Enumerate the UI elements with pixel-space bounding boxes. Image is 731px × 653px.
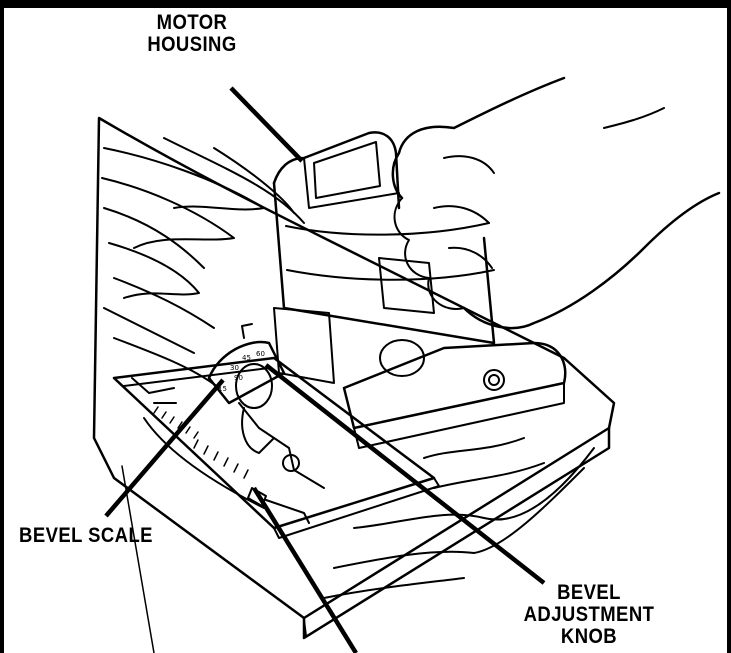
leader-bevel-scale — [104, 378, 225, 518]
base-plate — [112, 356, 440, 539]
leader-bevel-adjustment-knob — [264, 363, 546, 585]
ruler-ticks — [153, 406, 249, 479]
scale-mark: 30 — [230, 364, 239, 372]
leader-lines — [104, 86, 546, 653]
bevel-scale-dial — [207, 323, 325, 524]
label-line: BEVEL SCALE — [19, 524, 153, 547]
scale-mark: 45 — [242, 354, 251, 362]
label-line: ADJUSTMENT — [523, 603, 655, 626]
tool-illustration: 15 30 45 60 90 — [92, 76, 721, 653]
scale-mark: 90 — [234, 374, 243, 382]
label-bevel-adjustment-knob: BEVEL ADJUSTMENT KNOB — [514, 582, 664, 648]
label-line: HOUSING — [147, 33, 237, 56]
hand — [391, 76, 721, 330]
leader-base-lever — [252, 486, 358, 653]
leader-motor-housing — [229, 86, 304, 163]
label-line: MOTOR — [156, 11, 228, 34]
label-motor-housing: MOTOR HOUSING — [139, 12, 245, 56]
scale-mark: 60 — [256, 350, 265, 358]
label-line: KNOB — [560, 625, 618, 648]
wood-board — [92, 116, 616, 640]
motor-housing — [272, 131, 567, 449]
scale-marks: 15 30 45 60 90 — [218, 350, 265, 393]
scale-mark: 15 — [218, 385, 227, 393]
label-line: BEVEL — [557, 581, 621, 604]
label-bevel-scale: BEVEL SCALE — [16, 525, 157, 547]
leader-thin — [121, 465, 155, 653]
